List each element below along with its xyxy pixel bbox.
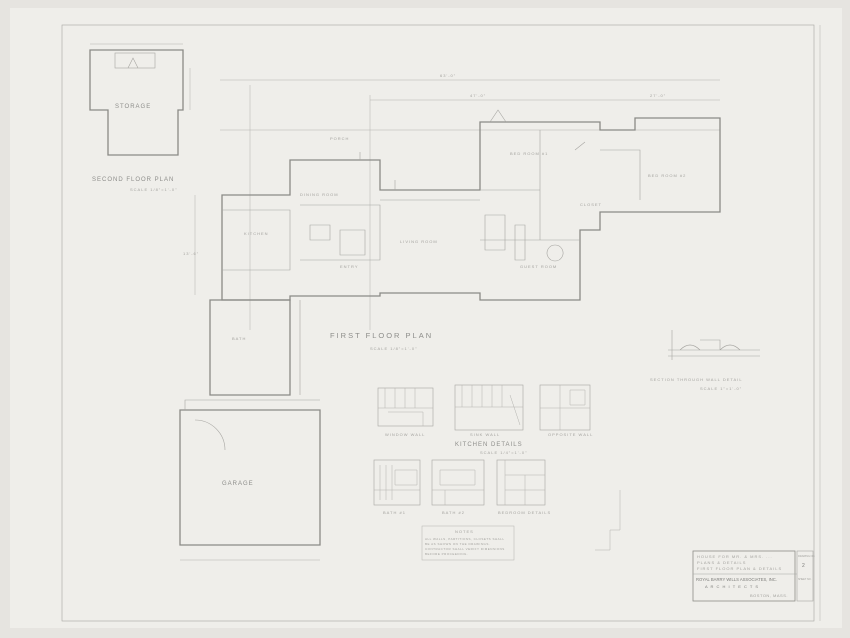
drawing-title: SECTION THROUGH WALL DETAIL [650,377,743,382]
room-label: GUEST ROOM [520,264,557,269]
detail-label: BATH #2 [442,510,465,515]
notes-line: CONTRACTOR SHALL VERIFY DIMENSIONS [425,547,505,551]
firm-name: ROYAL BARRY WILLS ASSOCIATES, INC. [696,577,777,582]
paper [10,8,842,628]
title-block: HOUSE FOR MR. & MRS. ... PLANS & DETAILS… [692,550,815,602]
drawing-title: FIRST FLOOR PLAN [330,331,433,340]
elevation-label: WINDOW WALL [385,432,425,437]
section-detail: SECTION THROUGH WALL DETAIL SCALE 1"=1'-… [650,330,760,391]
detail-label: BATH #1 [383,510,406,515]
scale-label: SCALE 1"=1'-0" [700,386,742,391]
dimension-label: 13'-6" [183,251,199,256]
notes-box: NOTES ALL WALLS, PARTITIONS, CLOSETS SHA… [421,525,515,561]
drawing-title: KITCHEN DETAILS [455,442,523,448]
firm-address: BOSTON, MASS. [750,593,788,598]
dimension-label: 47'-0" [470,93,486,98]
sheet-no-label: SHEET NO. [798,578,812,581]
scale-label: SCALE 1/8"=1'-0" [370,346,418,351]
kitchen-details: WINDOW WALL SINK WALL OPPOSITE WALL KITC… [373,384,593,515]
project-line: PLANS & DETAILS [697,560,746,565]
room-label: BED ROOM #2 [648,173,686,178]
detail-label: BEDROOM DETAILS [498,510,551,515]
room-label: DINING ROOM [300,192,339,197]
room-label: LIVING ROOM [400,239,438,244]
drawing-title: SECOND FLOOR PLAN [92,177,174,183]
first-floor-plan: 63'-0" 47'-0" 27'-0" 13'-6" KITCHEN DINI… [179,73,721,561]
project-line: HOUSE FOR MR. & MRS. ... [697,554,773,559]
room-label: KITCHEN [244,231,269,236]
room-label: STORAGE [115,104,151,110]
notes-line: BE AS SHOWN ON THE DRAWINGS. [425,542,490,546]
drawing-no-label: DRAWING NO. [798,555,815,558]
dimension-label: 63'-0" [440,73,456,78]
scale-label: SCALE 1/8"=1'-0" [130,187,178,192]
drawing-number: 2 [802,563,806,569]
room-label: CLOSET [580,202,602,207]
room-label: GARAGE [222,481,254,487]
scale-label: SCALE 1/4"=1'-0" [480,450,528,455]
elevation-label: SINK WALL [470,432,500,437]
notes-title: NOTES [455,529,474,534]
project-line: FIRST FLOOR PLAN & DETAILS [697,566,782,571]
dimension-label: 27'-0" [650,93,666,98]
notes-line: BEFORE PROCEEDING. [425,552,468,556]
room-label: BED ROOM #1 [510,151,548,156]
sheet-border [61,24,815,622]
room-label: PORCH [330,136,349,141]
room-label: BATH [232,336,246,341]
firm-role: A R C H I T E C T S [705,584,759,589]
room-label: ENTRY [340,264,358,269]
notes-line: ALL WALLS, PARTITIONS, CLOSETS SHALL [425,537,505,541]
second-floor-plan: STORAGE SECOND FLOOR PLAN SCALE 1/8"=1'-… [89,43,191,192]
elevation-label: OPPOSITE WALL [548,432,593,437]
